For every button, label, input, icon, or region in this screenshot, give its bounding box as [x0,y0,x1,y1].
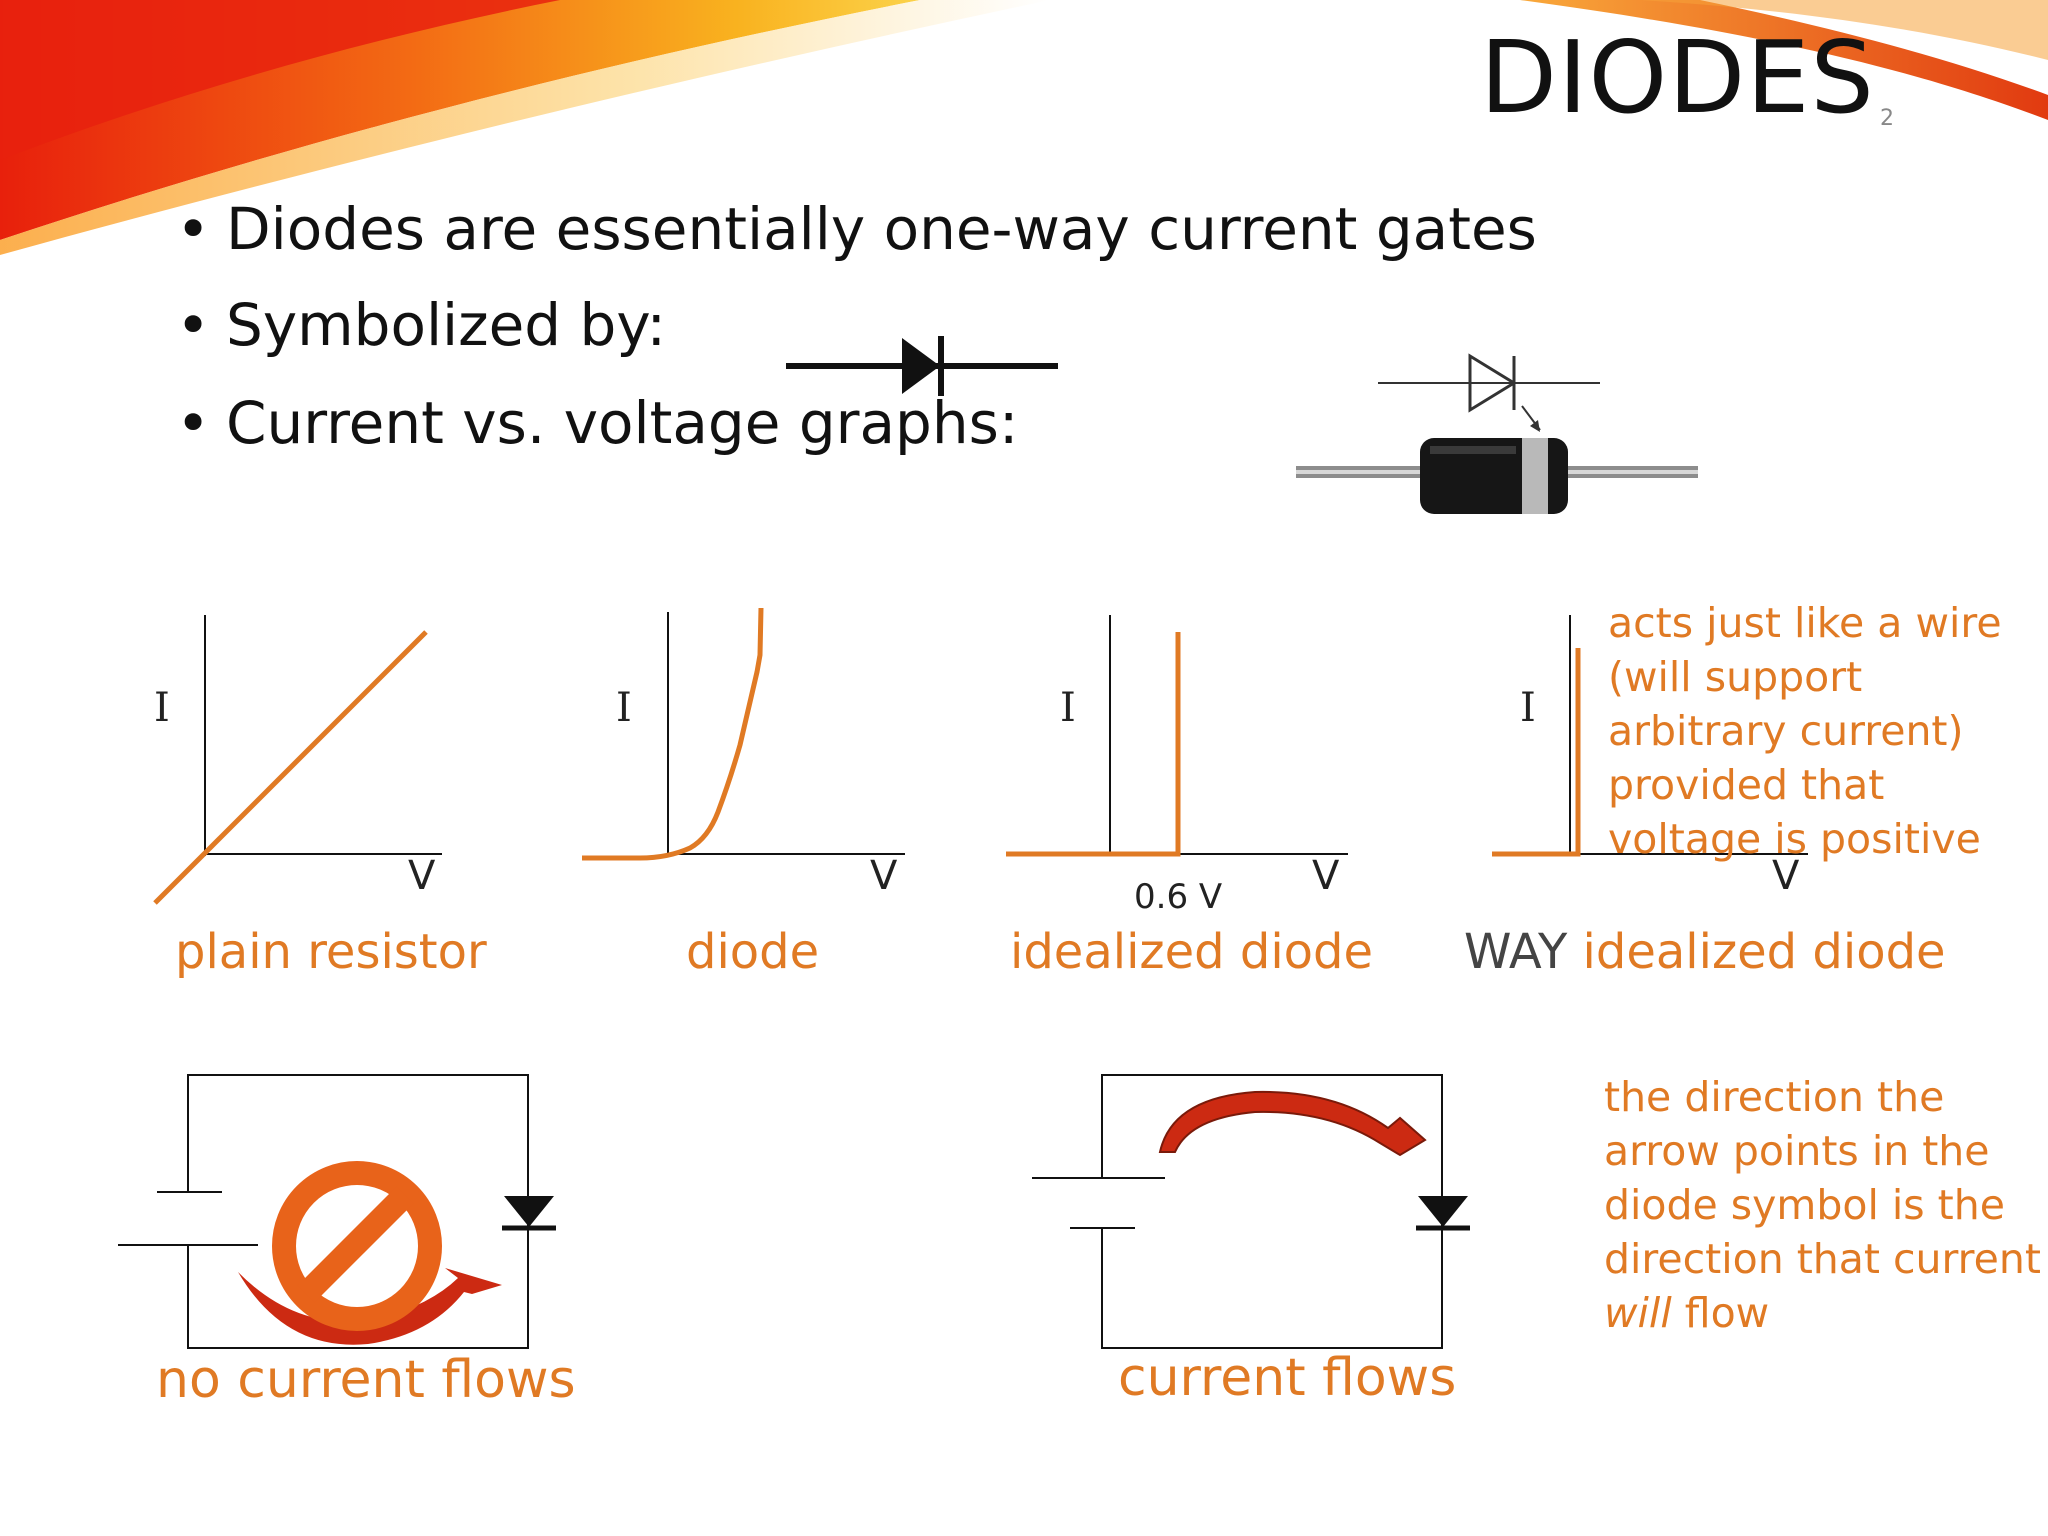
diode-icon [502,1196,556,1231]
banner-swoosh [0,0,2048,255]
graph-caption: plain resistor [175,924,487,980]
x-axis-label: V [870,853,898,899]
bullet-item: •Current vs. voltage graphs: [176,389,1019,457]
curved-arrow-icon [238,1268,502,1345]
emphasis-word: will [1604,1289,1672,1337]
circuit-caption-flowing: current flows [1118,1348,1457,1408]
way-idealized-iv-curve [1492,648,1581,857]
direction-note: the direction the arrow points in the di… [1604,1073,2041,1337]
resistor-iv-line [153,630,428,905]
prohibited-icon [272,1161,442,1331]
y-axis-label: I [616,685,632,731]
graph-caption: diode [686,924,820,980]
bullet-dot: • [176,389,211,457]
bullet-dot: • [176,291,211,359]
bullet-item: •Diodes are essentially one-way current … [176,195,1537,263]
graph-caption: WAY idealized diode [1464,924,1946,980]
y-axis-label: I [154,685,170,731]
graph-idealized-diode [1006,615,1348,857]
idealized-iv-curve [1006,632,1181,857]
circuit-caption-blocked: no current flows [156,1350,576,1410]
x-axis-label: V [1312,853,1340,899]
diode-photo [1296,353,1698,514]
bullet-item: •Symbolized by: [176,291,667,359]
circuit-flowing [1032,1074,1470,1349]
diode-symbol-icon [786,336,1058,396]
curved-arrow-icon [1158,1090,1427,1157]
threshold-label: 0.6 V [1134,877,1223,917]
x-axis-label: V [1772,853,1800,899]
diode-iv-curve [582,607,764,861]
y-axis-label: I [1060,685,1076,731]
graph-plain-resistor [153,615,442,905]
wire-note: acts just like a wire (will support arbi… [1608,599,2002,863]
graph-diode [582,607,905,861]
diode-icon [1416,1196,1470,1231]
slide-number: 2 [1880,106,1894,131]
x-axis-label: V [408,853,436,899]
slide-title: DIODES [1480,19,1875,136]
y-axis-label: I [1520,685,1536,731]
graph-way-idealized-diode [1492,615,1808,857]
graph-caption: idealized diode [1010,924,1374,980]
bullet-dot: • [176,195,211,263]
circuit-blocked [118,1074,556,1349]
